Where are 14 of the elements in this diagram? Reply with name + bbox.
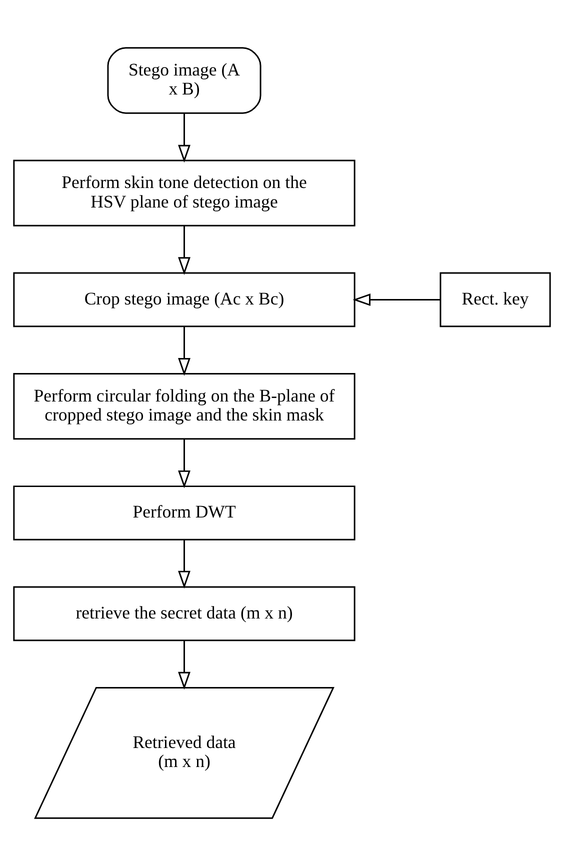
arrow xyxy=(178,438,190,488)
node-box: Perform DWT xyxy=(13,485,356,540)
arrow xyxy=(352,292,440,306)
arrow xyxy=(178,540,190,588)
arrow xyxy=(178,112,190,162)
node-box: Perform circular folding on the B-plane of cropped stego image and the skin mask xyxy=(13,372,356,440)
arrow xyxy=(178,326,190,376)
node-box: Stego image (A x B) xyxy=(107,46,262,114)
node-box: Crop stego image (Ac x Bc) xyxy=(13,272,356,327)
node-box: retrieve the secret data (m x n) xyxy=(13,586,356,641)
node-box: Perform skin tone detection on the HSV plane of stego image xyxy=(13,159,356,226)
arrow xyxy=(178,225,190,274)
arrow xyxy=(178,640,190,690)
node-box: Rect. key xyxy=(440,272,551,327)
